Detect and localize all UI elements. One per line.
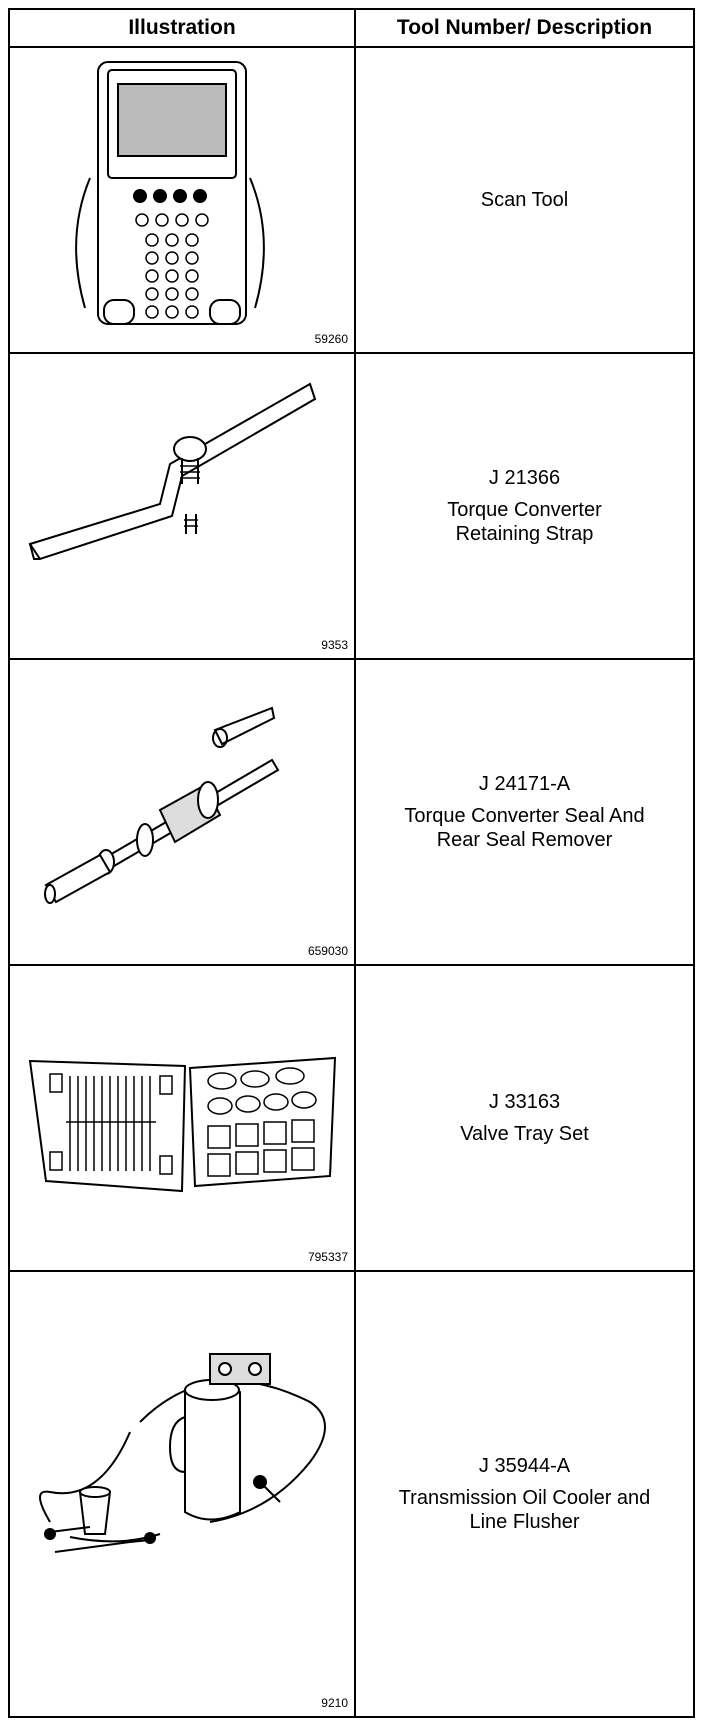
table-row: 9210 J 35944-A Transmission Oil Cooler a… <box>10 1272 693 1716</box>
figure-number: 795337 <box>307 1250 348 1264</box>
tool-number: J 33163 <box>488 1091 561 1113</box>
figure-number: 9210 <box>321 1696 348 1710</box>
tool-name: Scan Tool <box>480 189 569 211</box>
retaining-strap-icon <box>28 382 317 561</box>
table-header: Illustration Tool Number/ Description <box>10 10 693 48</box>
tools-table: Illustration Tool Number/ Description <box>8 8 695 1718</box>
tool-number: J 24171-A <box>478 773 571 795</box>
tool-description-cell: J 21366 Torque Converter Retaining Strap <box>356 354 693 658</box>
tool-description-cell: J 33163 Valve Tray Set <box>356 966 693 1270</box>
table-row: 659030 J 24171-A Torque Converter Seal A… <box>10 660 693 966</box>
seal-remover-illustration: 659030 <box>10 660 354 964</box>
flusher-icon <box>39 1353 326 1553</box>
scan-tool-icon <box>75 61 265 325</box>
column-divider <box>354 10 356 1716</box>
seal-remover-icon <box>44 706 280 904</box>
table-row: 9353 J 21366 Torque Converter Retaining … <box>10 354 693 660</box>
figure-number: 59260 <box>314 332 348 346</box>
tool-name: Torque Converter Seal And Rear Seal Remo… <box>404 805 645 851</box>
tool-name: Valve Tray Set <box>460 1123 589 1145</box>
header-illustration: Illustration <box>128 16 236 39</box>
tool-description-cell: J 35944-A Transmission Oil Cooler and Li… <box>356 1272 693 1716</box>
flusher-illustration: 9210 <box>10 1272 354 1716</box>
tool-description-cell: J 24171-A Torque Converter Seal And Rear… <box>356 660 693 964</box>
tool-number: J 21366 <box>488 467 561 489</box>
valve-tray-illustration: 795337 <box>10 966 354 1270</box>
tool-description-cell: Scan Tool <box>356 48 693 352</box>
retaining-strap-illustration: 9353 <box>10 354 354 658</box>
tool-name: Transmission Oil Cooler and Line Flusher <box>398 1487 651 1533</box>
figure-number: 9353 <box>321 638 348 652</box>
header-tool-description: Tool Number/ Description <box>396 16 653 39</box>
table-row: 59260 Scan Tool <box>10 48 693 354</box>
scan-tool-illustration: 59260 <box>10 48 354 352</box>
figure-number: 659030 <box>307 944 348 958</box>
tool-name: Torque Converter Retaining Strap <box>447 499 602 545</box>
valve-tray-icon <box>28 1056 337 1193</box>
tool-number: J 35944-A <box>478 1455 571 1477</box>
table-row: 795337 J 33163 Valve Tray Set <box>10 966 693 1272</box>
